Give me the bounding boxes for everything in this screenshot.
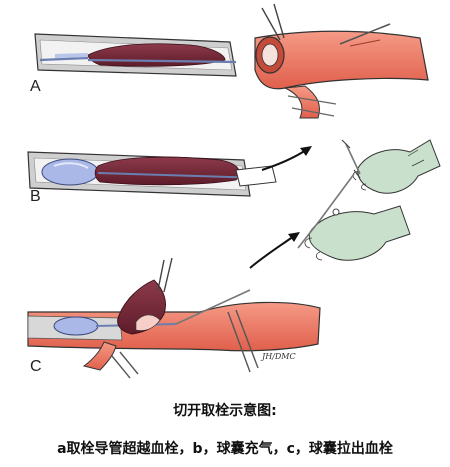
panel-a-vessel-loop bbox=[287, 95, 337, 117]
panel-b-vessel bbox=[27, 151, 277, 197]
panel-c-direction-arrow bbox=[249, 232, 300, 269]
panel-c-forceps bbox=[157, 257, 173, 293]
panel-b-direction-arrow bbox=[261, 146, 312, 171]
gloved-hands bbox=[297, 139, 441, 261]
embolectomy-illustration bbox=[27, 3, 441, 379]
panel-b-thrombus bbox=[94, 156, 240, 186]
artist-signature: JH/DMC bbox=[262, 352, 296, 361]
panel-label-a: A bbox=[30, 78, 41, 95]
panel-a-catheter bbox=[39, 56, 237, 64]
panel-a-artery-arteriotomy bbox=[254, 3, 429, 119]
panel-label-c: C bbox=[30, 358, 42, 375]
panel-c-balloon bbox=[53, 316, 99, 336]
panel-c-clamp-left bbox=[111, 351, 139, 379]
panel-c-artery bbox=[27, 257, 321, 379]
panel-a-vessel bbox=[34, 33, 237, 77]
panel-c-clamp-right bbox=[227, 309, 259, 373]
caption-description: a取栓导管超越血栓，b，球囊充气，c，球囊拉出血栓 bbox=[57, 441, 393, 457]
panel-label-b: B bbox=[30, 188, 41, 205]
caption-title: 切开取栓示意图: bbox=[173, 403, 277, 419]
catheter-shaft bbox=[297, 143, 361, 249]
panel-a-forceps bbox=[261, 3, 285, 41]
